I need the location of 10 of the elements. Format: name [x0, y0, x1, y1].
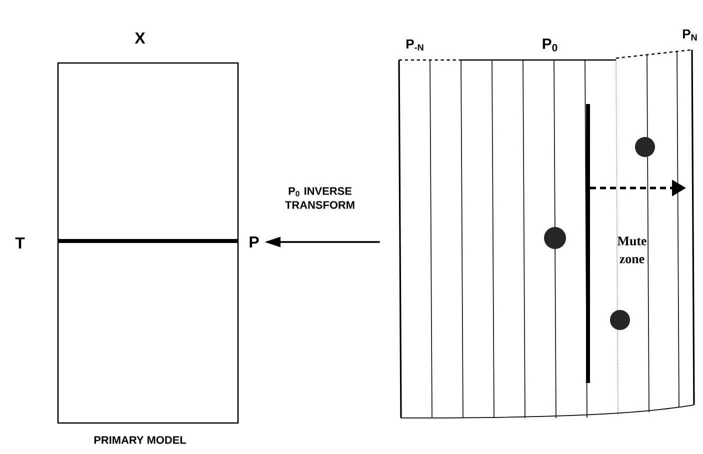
- axis-label: P$_{N}$: [683, 29, 697, 40]
- axis-label: P$_{-N}$: [406, 39, 424, 50]
- axis-label: P$_{0}$: [542, 38, 558, 52]
- point-label: P: [250, 236, 259, 248]
- axis-label: X: [134, 32, 146, 44]
- model-box: PRIMARY MODEL: [57, 62, 239, 444]
- node-label: PRIMARY MODEL: [94, 436, 186, 444]
- axis-label: Mute zone: [617, 236, 646, 264]
- axis-label: T: [15, 238, 25, 248]
- edge-label: P$_{0}$ INVERSE TRANSFORM: [285, 187, 354, 209]
